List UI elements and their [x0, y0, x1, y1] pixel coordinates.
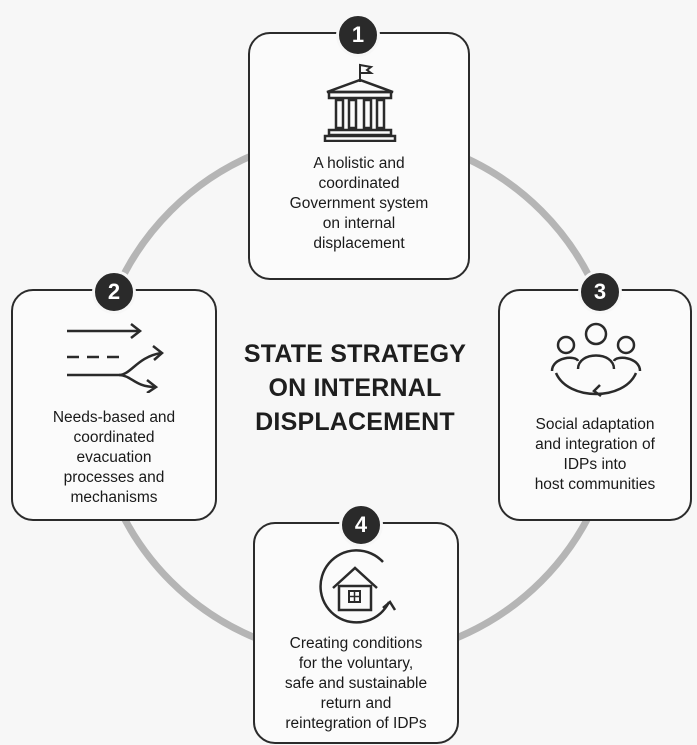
evacuation-arrows-icon: [67, 323, 164, 393]
step-badge-2: 2: [92, 270, 136, 314]
house-return-icon: [319, 549, 397, 624]
step-card-4: Creating conditions for the voluntary, s…: [253, 522, 459, 744]
step-card-3: Social adaptation and integration of IDP…: [498, 289, 692, 521]
step-badge-4: 4: [339, 503, 383, 547]
step-card-2: Needs-based and coordinated evacuation p…: [11, 289, 217, 521]
step-1-text: A holistic and coordinated Government sy…: [289, 155, 429, 252]
center-title: STATE STRATEGY ON INTERNAL DISPLACEMENT: [243, 340, 467, 436]
step-3-text: Social adaptation and integration of IDP…: [534, 416, 656, 493]
step-2-text: Needs-based and coordinated evacuation p…: [52, 409, 176, 506]
government-building-icon: [323, 63, 397, 142]
step-4-text: Creating conditions for the voluntary, s…: [284, 635, 428, 732]
step-card-1: A holistic and coordinated Government sy…: [248, 32, 470, 280]
step-badge-1: 1: [336, 13, 380, 57]
community-people-icon: [550, 322, 642, 397]
step-badge-3: 3: [578, 270, 622, 314]
